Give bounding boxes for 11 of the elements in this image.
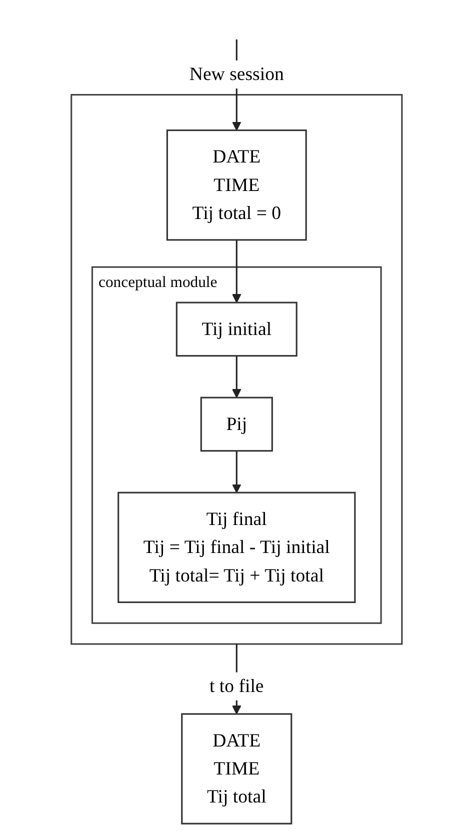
cluster <box>70 94 403 645</box>
arrow <box>232 356 242 398</box>
node-box: DATE TIME Tij total <box>180 713 292 824</box>
edge-label: New session <box>189 63 284 84</box>
node-box: Tij initial <box>176 302 298 357</box>
node-box: Tij final Tij = Tij final - Tij initial Tij total= Tij + Tij total <box>117 492 356 604</box>
node-box: DATE TIME Tij total = 0 <box>166 130 307 241</box>
edge-label: t to file <box>209 675 264 696</box>
node-box: Pij <box>200 396 273 452</box>
arrow <box>232 240 242 303</box>
arrow <box>232 450 242 494</box>
